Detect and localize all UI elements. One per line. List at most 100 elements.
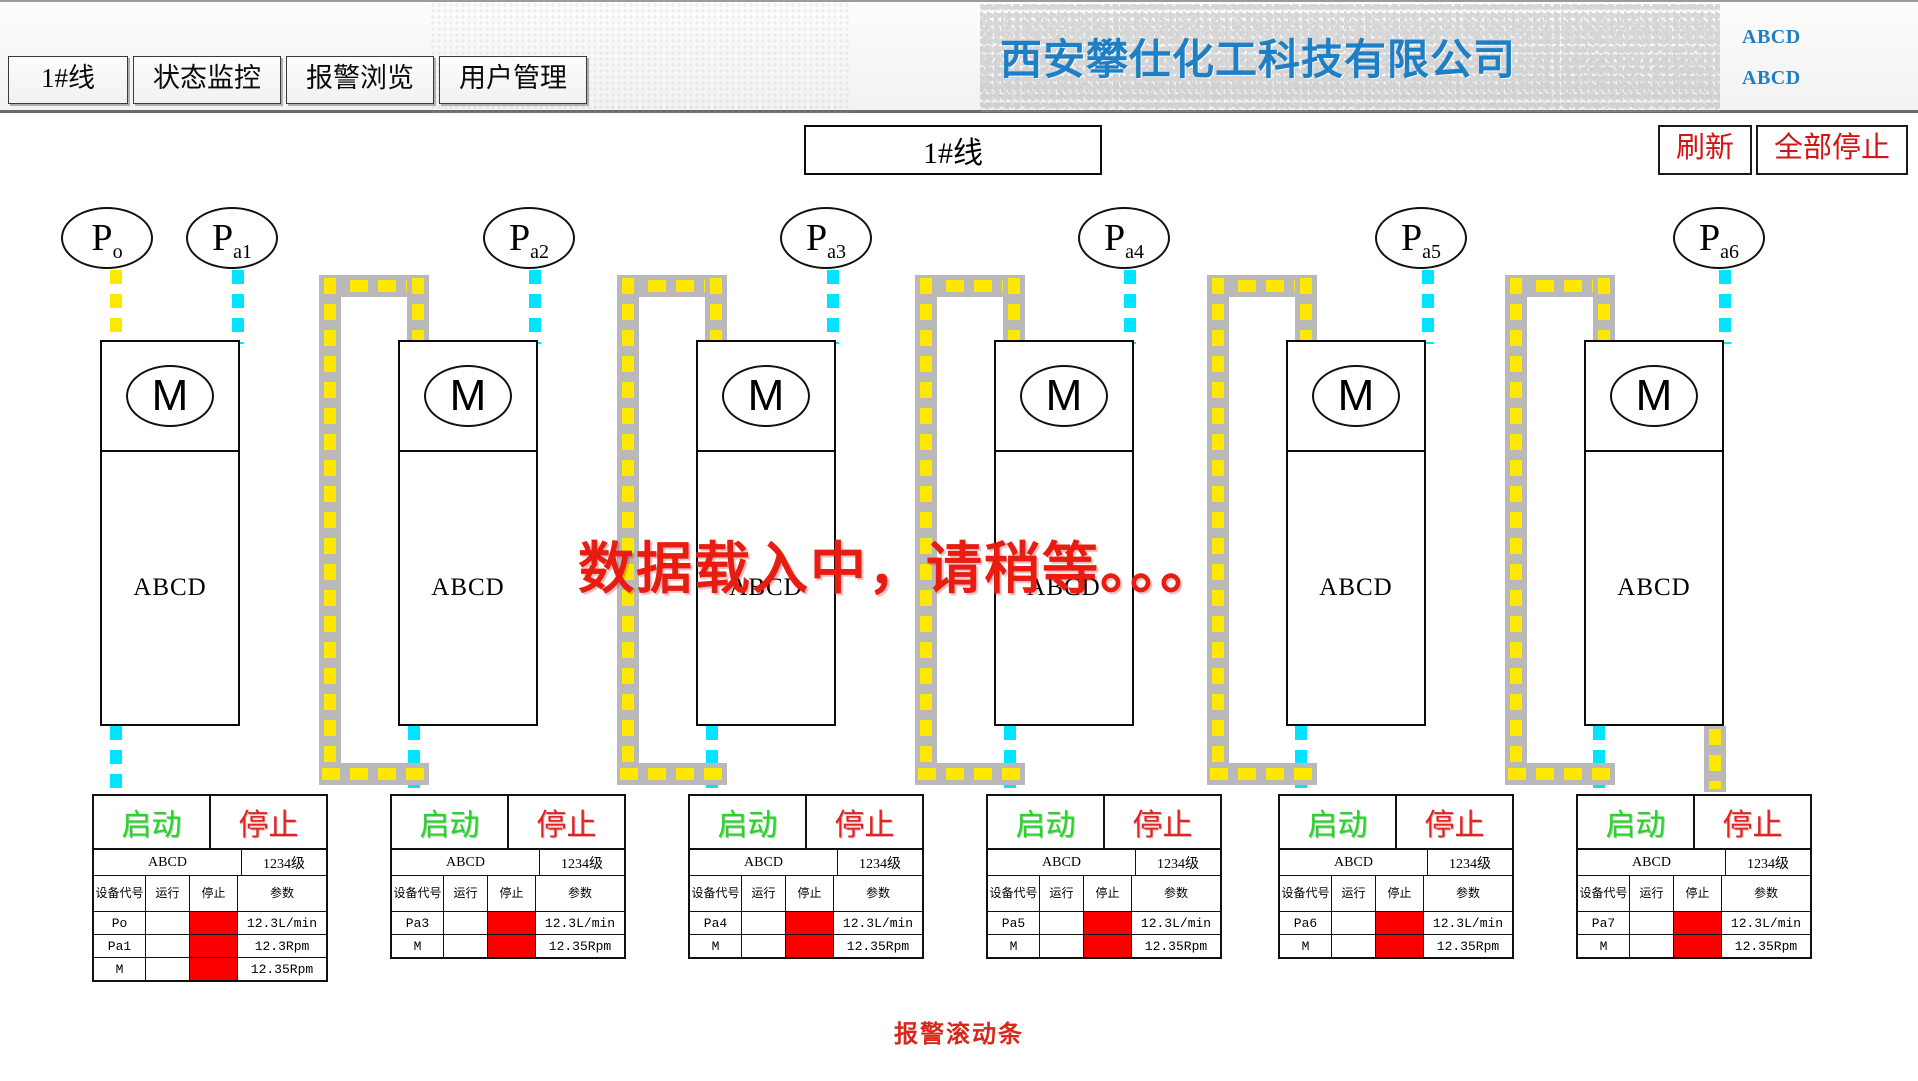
- header-device-code-4: 设备代号: [988, 876, 1040, 911]
- cell-code: Pa6: [1280, 912, 1332, 934]
- header-running-2: 运行: [444, 876, 488, 911]
- line-title-box: 1#线: [804, 125, 1102, 175]
- header-running-6: 运行: [1630, 876, 1674, 911]
- header-device-code-3: 设备代号: [690, 876, 742, 911]
- cell-running: [146, 958, 190, 980]
- cell-running: [146, 935, 190, 957]
- sensor-bubble-pa2[interactable]: Pa2: [483, 207, 575, 269]
- nav-item-user-management[interactable]: 用户管理: [439, 56, 587, 104]
- unit-1[interactable]: M ABCD: [100, 340, 240, 726]
- sensor-bubble-pa4[interactable]: Pa4: [1078, 207, 1170, 269]
- pipe-drop-pa5: [1422, 270, 1434, 344]
- panel-4-name: ABCD: [988, 850, 1136, 875]
- unit-2[interactable]: M ABCD: [398, 340, 538, 726]
- status-indicator-stopped: [1084, 935, 1132, 957]
- stop-button-1[interactable]: 停止: [238, 809, 299, 842]
- header-device-code-6: 设备代号: [1578, 876, 1630, 911]
- start-button-5[interactable]: 启动: [1280, 796, 1397, 848]
- table-row: Po 12.3L/min: [94, 911, 326, 934]
- cell-running: [1040, 935, 1084, 957]
- header-param-3: 参数: [865, 886, 890, 901]
- sensor-bubble-pa6[interactable]: Pa6: [1673, 207, 1765, 269]
- control-panel-6-buttons: 启动 停止: [1578, 796, 1810, 848]
- alarm-scroll-bar[interactable]: 报警滚动条: [894, 1022, 1024, 1048]
- sensor-bubble-pa3[interactable]: Pa3: [780, 207, 872, 269]
- control-panel-5-buttons: 启动 停止: [1280, 796, 1512, 848]
- control-panel-3-header: 设备代号 运行 停止 参数: [690, 875, 922, 911]
- control-panel-4: 启动 停止 ABCD 1234级 设备代号 运行 停止 参数 Pa5 12.3L…: [986, 794, 1222, 959]
- start-button-6[interactable]: 启动: [1578, 796, 1695, 848]
- nav-item-alarm-browse[interactable]: 报警浏览: [286, 56, 434, 104]
- unit-6[interactable]: M ABCD: [1584, 340, 1724, 726]
- pipe-drop-pa2: [529, 270, 541, 344]
- stop-button-3[interactable]: 停止: [834, 809, 895, 842]
- cell-param: 12.35Rpm: [548, 938, 612, 954]
- table-row: M 12.35Rpm: [690, 934, 922, 957]
- unit-3-body: ABCD: [729, 574, 803, 601]
- pipe-top-4: [1207, 275, 1317, 297]
- header-stopped-2: 停止: [488, 876, 536, 911]
- unit-4[interactable]: M ABCD: [994, 340, 1134, 726]
- motor-icon-4: M: [1020, 365, 1108, 427]
- unit-6-motor-cell: M: [1586, 342, 1722, 452]
- cell-code: Pa1: [94, 935, 146, 957]
- sensor-sub-pa1: a1: [233, 241, 253, 263]
- header-stopped-3: 停止: [786, 876, 834, 911]
- stop-button-6[interactable]: 停止: [1722, 809, 1783, 842]
- header-running-4: 运行: [1040, 876, 1084, 911]
- cell-code: M: [690, 935, 742, 957]
- stop-all-button[interactable]: 全部停止: [1755, 125, 1908, 175]
- start-button-2[interactable]: 启动: [392, 796, 509, 848]
- sensor-label-po: Po: [91, 217, 123, 263]
- cell-running: [1332, 912, 1376, 934]
- sensor-bubble-po[interactable]: Po: [61, 207, 153, 269]
- panel-5-level: 1234级: [1449, 856, 1491, 872]
- cell-running: [444, 912, 488, 934]
- cell-running: [742, 935, 786, 957]
- pipe-riser-7: [1704, 726, 1726, 792]
- pipe-bottom-4: [1207, 763, 1317, 785]
- cell-code: M: [988, 935, 1040, 957]
- control-panel-5-header: 设备代号 运行 停止 参数: [1280, 875, 1512, 911]
- pipe-drop-pa6: [1719, 270, 1731, 344]
- cell-code: M: [94, 958, 146, 980]
- cell-param: 12.35Rpm: [250, 961, 314, 977]
- pipe-left-1: [319, 275, 341, 785]
- table-row: Pa1 12.3Rpm: [94, 934, 326, 957]
- status-indicator-stopped: [190, 958, 238, 980]
- status-indicator-stopped: [786, 935, 834, 957]
- cell-code: M: [1578, 935, 1630, 957]
- start-button-3[interactable]: 启动: [690, 796, 807, 848]
- pipe-left-2: [617, 275, 639, 785]
- sensor-bubble-pa5[interactable]: Pa5: [1375, 207, 1467, 269]
- page-title: 西安攀仕化工科技有限公司: [1000, 38, 1517, 84]
- sensor-bubble-pa1[interactable]: Pa1: [186, 207, 278, 269]
- table-row: Pa4 12.3L/min: [690, 911, 922, 934]
- control-panel-2-namerow: ABCD 1234级: [392, 848, 624, 875]
- cell-param: 12.3L/min: [246, 915, 318, 931]
- unit-3-motor-cell: M: [698, 342, 834, 452]
- stop-button-5[interactable]: 停止: [1424, 809, 1485, 842]
- nav-item-line1[interactable]: 1#线: [8, 56, 128, 104]
- unit-3[interactable]: M ABCD: [696, 340, 836, 726]
- panel-6-level: 1234级: [1747, 856, 1789, 872]
- stop-button-4[interactable]: 停止: [1132, 809, 1193, 842]
- start-button-1[interactable]: 启动: [94, 796, 211, 848]
- start-button-4[interactable]: 启动: [988, 796, 1105, 848]
- sensor-label-pa1: Pa1: [211, 217, 253, 263]
- table-row: Pa5 12.3L/min: [988, 911, 1220, 934]
- header-stopped-4: 停止: [1084, 876, 1132, 911]
- cell-code: Pa5: [988, 912, 1040, 934]
- pipe-drop-pa1: [232, 270, 244, 344]
- status-indicator-stopped: [1376, 935, 1424, 957]
- refresh-button[interactable]: 刷新: [1657, 125, 1752, 175]
- cell-param: 12.3L/min: [842, 915, 914, 931]
- sensor-sub-pa5: a5: [1422, 241, 1442, 263]
- nav-item-status-monitor[interactable]: 状态监控: [133, 56, 281, 104]
- unit-5[interactable]: M ABCD: [1286, 340, 1426, 726]
- cell-running: [1332, 935, 1376, 957]
- unit-2-body: ABCD: [431, 574, 505, 601]
- cell-param: 12.3Rpm: [254, 938, 310, 954]
- stop-button-2[interactable]: 停止: [536, 809, 597, 842]
- cell-param: 12.35Rpm: [1144, 938, 1208, 954]
